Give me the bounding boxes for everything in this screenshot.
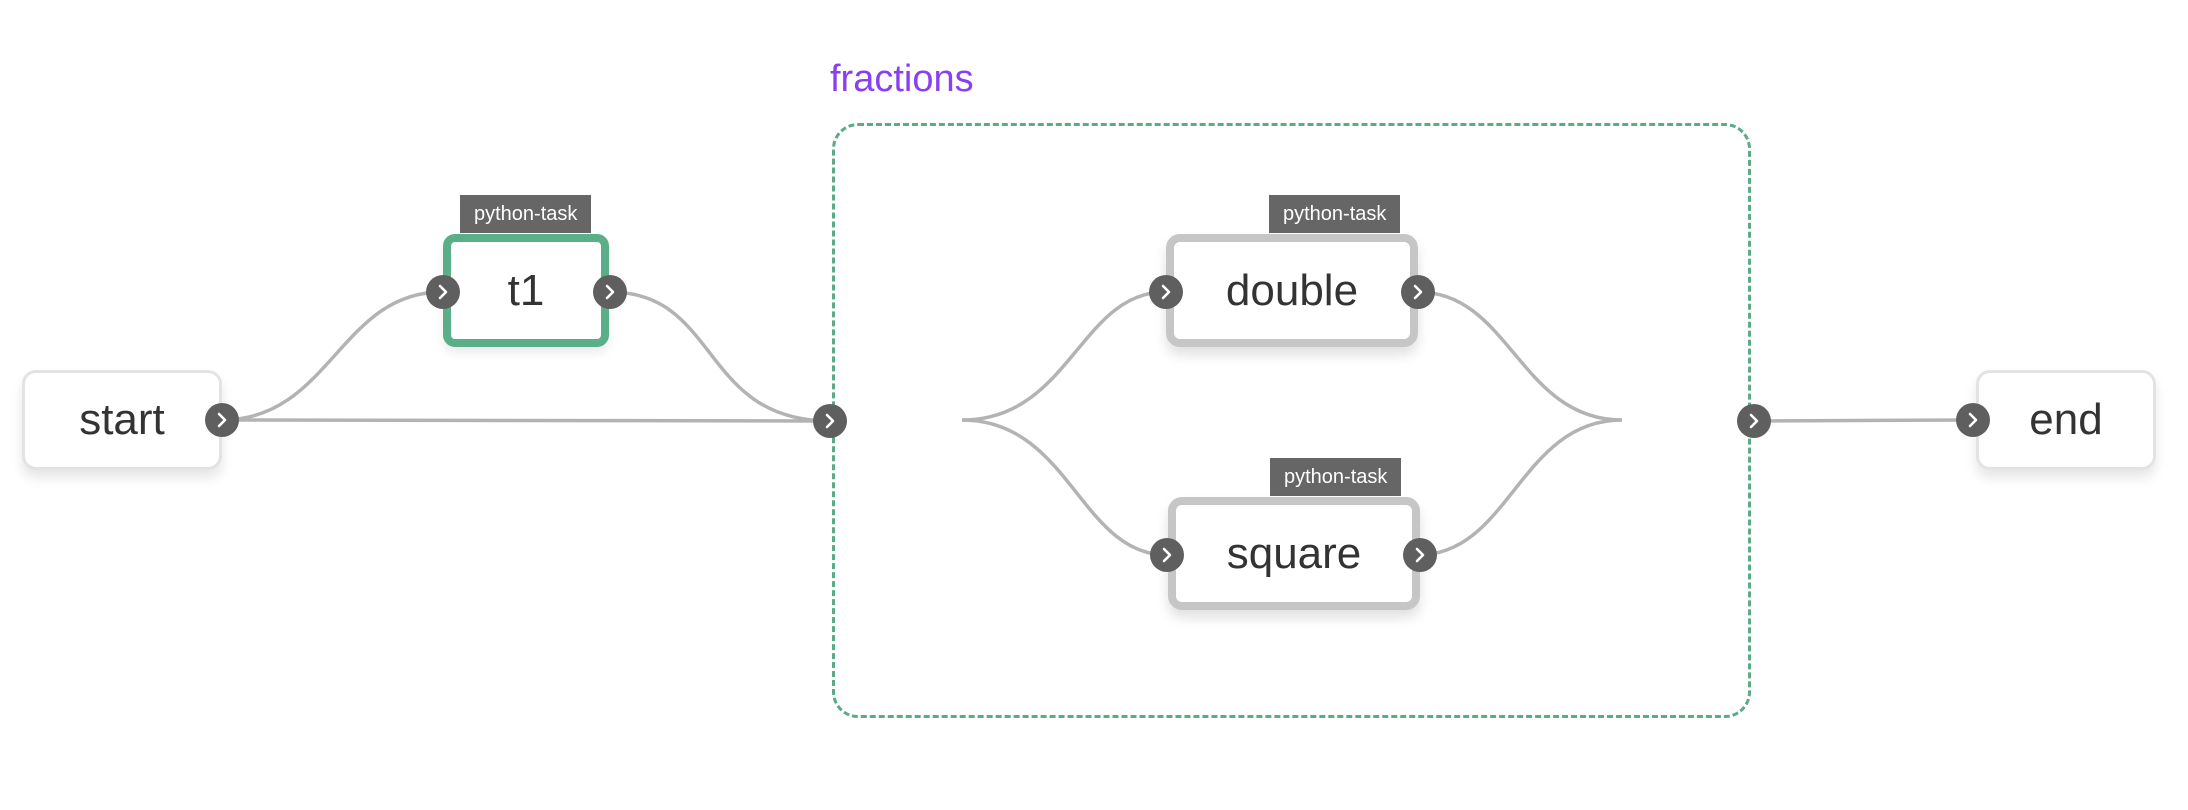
edge-fractions-end — [1753, 418, 1974, 423]
node-double-label: double — [1225, 265, 1359, 315]
port-start-out[interactable] — [205, 403, 239, 437]
chevron-right-icon — [438, 284, 448, 300]
port-double-in[interactable] — [1149, 275, 1183, 309]
port-fractions-out[interactable] — [1737, 404, 1771, 438]
port-fractions-in[interactable] — [813, 404, 847, 438]
node-start-label: start — [79, 395, 165, 444]
edge-fork-square — [961, 418, 1168, 557]
chevron-right-icon — [217, 412, 227, 428]
port-end-in[interactable] — [1956, 403, 1990, 437]
task-type-tag: python-task — [1269, 195, 1401, 233]
node-square-label: square — [1226, 528, 1362, 578]
edge-start-t1 — [221, 290, 443, 422]
chevron-right-icon — [1161, 284, 1171, 300]
node-start[interactable]: start — [22, 370, 222, 470]
edge-fork-double — [961, 290, 1166, 422]
chevron-right-icon — [1162, 547, 1172, 563]
node-t1-label: t1 — [507, 265, 545, 315]
node-end-label: end — [2029, 395, 2103, 444]
node-t1[interactable]: t1 — [443, 234, 609, 347]
edge-t1-fractions — [609, 290, 831, 423]
group-title: fractions — [830, 58, 974, 100]
chevron-right-icon — [825, 413, 835, 429]
port-double-out[interactable] — [1401, 275, 1435, 309]
port-t1-out[interactable] — [593, 275, 627, 309]
chevron-right-icon — [1968, 412, 1978, 428]
chevron-right-icon — [1413, 284, 1423, 300]
port-square-in[interactable] — [1150, 538, 1184, 572]
node-end[interactable]: end — [1976, 370, 2156, 470]
chevron-right-icon — [1749, 413, 1759, 429]
edge-double-join — [1417, 290, 1623, 422]
edge-square-join — [1417, 418, 1623, 557]
edge-start-fractions — [221, 418, 831, 423]
port-square-out[interactable] — [1403, 538, 1437, 572]
port-t1-in[interactable] — [426, 275, 460, 309]
task-type-tag: python-task — [460, 195, 592, 233]
node-square[interactable]: square — [1168, 497, 1420, 610]
chevron-right-icon — [1415, 547, 1425, 563]
chevron-right-icon — [605, 284, 615, 300]
node-double[interactable]: double — [1166, 234, 1418, 347]
task-type-tag: python-task — [1270, 458, 1402, 496]
